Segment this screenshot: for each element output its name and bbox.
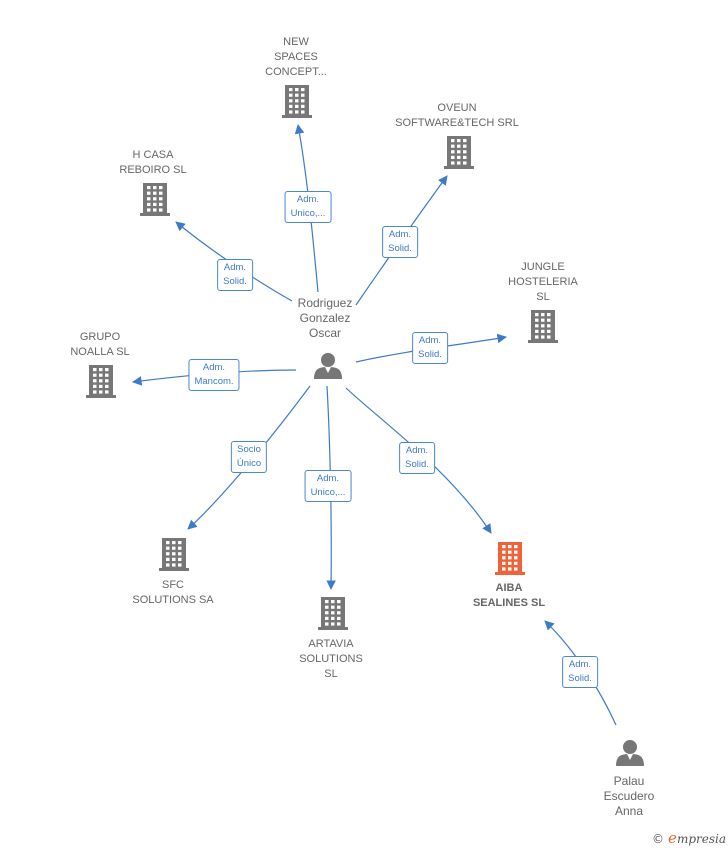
- building-icon-newspaces[interactable]: [282, 85, 312, 118]
- company-name-jungle-line: HOSTELERIA: [508, 276, 578, 288]
- building-icon-hcasa[interactable]: [140, 183, 170, 216]
- company-name-aiba-line: AIBA: [495, 582, 523, 594]
- company-name-newspaces[interactable]: NEW SPACES CONCEPT...: [265, 35, 327, 80]
- relation-badge-rodriguez-newspaces-line: Unico,...: [290, 208, 326, 219]
- company-name-newspaces-line: SPACES: [274, 51, 318, 63]
- company-name-oveun-line: OVEUN: [437, 102, 477, 114]
- brand-name: mpresia: [676, 832, 726, 846]
- relation-badge-palau-aiba-line: Solid.: [568, 673, 592, 684]
- company-name-jungle-line: JUNGLE: [521, 261, 565, 273]
- company-name-hcasa-line: REBOIRO SL: [119, 164, 187, 176]
- company-name-jungle-line: SL: [536, 291, 550, 303]
- company-name-sfc-line: SFC: [161, 579, 184, 591]
- relation-badge-rodriguez-newspaces-line: Adm.: [296, 194, 320, 205]
- relation-badge-rodriguez-artavia-line: Adm.: [316, 473, 340, 484]
- company-name-hcasa[interactable]: H CASA REBOIRO SL: [119, 148, 186, 178]
- relation-badge-rodriguez-jungle[interactable]: Adm. Solid.: [412, 332, 448, 364]
- relation-badge-palau-aiba-line: Adm.: [568, 659, 592, 670]
- person-name-palau-line: Anna: [614, 804, 644, 818]
- company-name-aiba-line: SEALINES SL: [472, 597, 546, 609]
- building-icon-oveun[interactable]: [444, 136, 474, 169]
- relation-badge-rodriguez-sfc-line: Único: [236, 458, 262, 469]
- relation-badge-rodriguez-jungle-line: Solid.: [418, 349, 442, 360]
- company-name-sfc[interactable]: SFC SOLUTIONS SA: [132, 578, 213, 608]
- relation-badge-palau-aiba[interactable]: Adm. Solid.: [562, 656, 598, 688]
- relation-badge-rodriguez-grupo-line: Adm.: [202, 362, 226, 373]
- relation-badge-rodriguez-aiba[interactable]: Adm. Solid.: [399, 442, 435, 474]
- person-icon-rodriguez[interactable]: [314, 353, 342, 379]
- company-name-artavia-line: ARTAVIA: [308, 638, 354, 650]
- relation-badge-rodriguez-grupo-line: Mancom.: [194, 376, 234, 387]
- company-name-oveun[interactable]: OVEUN SOFTWARE&TECH SRL: [395, 101, 519, 131]
- company-name-grupo[interactable]: GRUPO NOALLA SL: [70, 330, 129, 360]
- person-icon-palau[interactable]: [616, 740, 644, 766]
- person-name-rodriguez-line: Oscar: [308, 326, 342, 340]
- person-name-palau-line: Escudero: [603, 789, 655, 803]
- relation-badge-rodriguez-hcasa-line: Solid.: [223, 276, 247, 287]
- building-icon-aiba[interactable]: [495, 542, 525, 575]
- company-name-grupo-line: NOALLA SL: [70, 346, 130, 358]
- company-name-oveun-line: SOFTWARE&TECH SRL: [395, 117, 519, 129]
- company-name-artavia[interactable]: ARTAVIA SOLUTIONS SL: [299, 637, 363, 682]
- relation-badge-rodriguez-artavia-line: Unico,...: [310, 487, 346, 498]
- relation-badge-rodriguez-oveun-line: Solid.: [388, 243, 412, 254]
- building-icon-artavia[interactable]: [318, 597, 348, 630]
- brand-initial: e: [668, 829, 677, 847]
- relation-badge-rodriguez-jungle-line: Adm.: [418, 335, 442, 346]
- company-name-sfc-line: SOLUTIONS SA: [132, 594, 214, 606]
- copyright-symbol: ©: [652, 832, 665, 846]
- relation-badge-rodriguez-artavia[interactable]: Adm. Unico,...: [304, 470, 352, 502]
- person-name-rodriguez-line: Rodriguez: [297, 296, 353, 310]
- company-name-artavia-line: SL: [324, 668, 338, 680]
- company-name-newspaces-line: CONCEPT...: [265, 66, 327, 78]
- relation-badge-rodriguez-oveun-line: Adm.: [388, 229, 412, 240]
- relation-badge-rodriguez-sfc-line: Socio: [237, 444, 261, 455]
- relation-badge-rodriguez-hcasa[interactable]: Adm. Solid.: [217, 259, 253, 291]
- relation-badge-rodriguez-oveun[interactable]: Adm. Solid.: [382, 226, 418, 258]
- person-name-palau-line: Palau: [613, 774, 645, 788]
- company-name-jungle[interactable]: JUNGLE HOSTELERIA SL: [508, 260, 578, 305]
- relation-badge-rodriguez-grupo[interactable]: Adm. Mancom.: [188, 359, 240, 391]
- building-icon-jungle[interactable]: [528, 310, 558, 343]
- company-name-hcasa-line: H CASA: [132, 149, 174, 161]
- relation-badge-rodriguez-aiba-line: Adm.: [405, 445, 429, 456]
- company-name-artavia-line: SOLUTIONS: [299, 653, 363, 665]
- building-icon-grupo[interactable]: [86, 365, 116, 398]
- relation-badge-rodriguez-hcasa-line: Adm.: [223, 262, 247, 273]
- building-icon-sfc[interactable]: [159, 538, 189, 571]
- person-name-rodriguez-line: Gonzalez: [299, 311, 351, 325]
- company-name-newspaces-line: NEW: [283, 36, 309, 48]
- relation-badge-rodriguez-newspaces[interactable]: Adm. Unico,...: [284, 191, 332, 223]
- company-name-aiba[interactable]: AIBA SEALINES SL: [473, 581, 545, 611]
- brand-logo: ©empresia: [652, 829, 726, 847]
- relation-badge-rodriguez-aiba-line: Solid.: [405, 459, 429, 470]
- company-name-grupo-line: GRUPO: [79, 331, 121, 343]
